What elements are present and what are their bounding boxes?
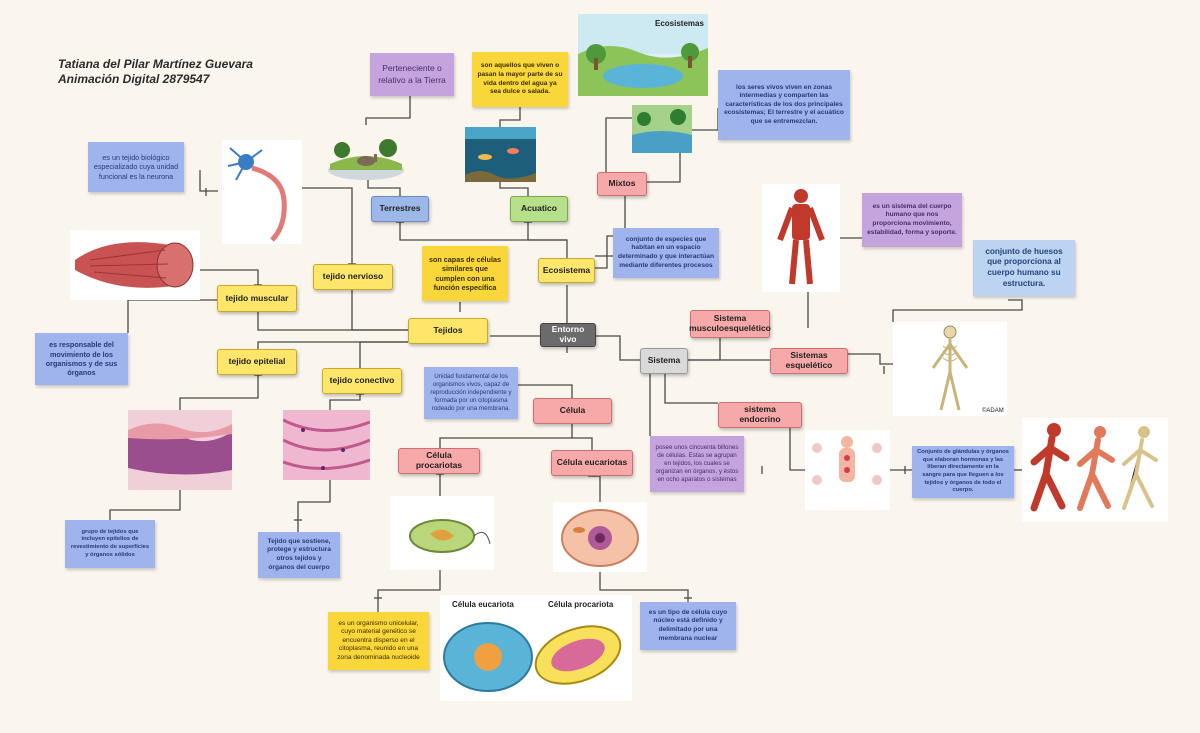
epithelial-tissue-image (128, 410, 232, 490)
adam-credit: ©ADAM (982, 408, 1004, 414)
node-ecosistema[interactable]: Ecosistema (538, 258, 595, 283)
mixed-ecosystem-image (632, 105, 692, 153)
note-ecosistema: conjunto de especies que habitan en un e… (613, 228, 719, 278)
note-eucariotas: es un tipo de célula cuyo núcleo está de… (640, 602, 736, 650)
skeletal-system-image (893, 322, 1007, 416)
node-sistema[interactable]: Sistema (640, 348, 688, 374)
node-sistema-musculoesqueletico[interactable]: Sistema musculoesquelético (689, 310, 771, 338)
label-celula-procariota: Célula procariota (548, 600, 614, 609)
author-program: Animación Digital 2879547 (58, 72, 210, 86)
aquatic-image (465, 127, 536, 182)
cell-comparison-image (440, 595, 632, 701)
note-tejido-conectivo: Tejido que sostiene, protege y estructur… (258, 532, 340, 578)
label-celula-eucariota: Célula eucariota (452, 600, 514, 609)
endocrine-system-image (805, 430, 890, 510)
note-celula: Unidad fundamental de los organismos viv… (424, 367, 518, 419)
node-celula-eucariotas[interactable]: Célula eucariotas (551, 450, 633, 476)
note-esqueletico: conjunto de huesos que proporciona al cu… (973, 240, 1075, 296)
note-tejido-muscular: es responsable del movimiento de los org… (35, 333, 128, 385)
node-celula[interactable]: Célula (533, 398, 612, 424)
note-tejido-epitelial: grupo de tejidos que incluyen epitelios … (65, 520, 155, 568)
node-tejido-epitelial[interactable]: tejido epitelial (217, 349, 297, 375)
node-tejidos[interactable]: Tejidos (408, 318, 488, 344)
note-procariotas: es un organismo unicelular, cuyo materia… (328, 612, 429, 670)
note-musculoesqueletico: es un sistema del cuerpo humano que nos … (862, 193, 962, 247)
node-sistemas-esqueletico[interactable]: Sistemas esquelético (770, 348, 848, 374)
node-tejido-conectivo[interactable]: tejido conectivo (322, 368, 402, 394)
note-sistema: posee unos cincuenta billones de células… (650, 436, 744, 492)
ecosystem-title: Ecosistemas (655, 19, 704, 28)
node-tejido-muscular[interactable]: tejido muscular (217, 285, 297, 312)
note-tejido-nervioso: es un tejido biológico especializado cuy… (88, 142, 184, 192)
node-sistema-endocrino[interactable]: sistema endocrino (718, 402, 802, 428)
muscle-tissue-image (70, 230, 200, 300)
musculoskeletal-runners-image (1022, 418, 1168, 522)
note-mixtos: los seres vivos viven en zonas intermedi… (718, 70, 850, 140)
note-tejidos: son capas de células similares que cumpl… (422, 246, 508, 301)
neuron-diagram (222, 140, 302, 244)
muscular-system-image (762, 184, 840, 292)
node-acuatico[interactable]: Acuatico (510, 196, 568, 222)
author-name: Tatiana del Pilar Martínez Guevara (58, 57, 253, 71)
ecosystem-illustration (578, 14, 708, 96)
note-endocrino: Conjunto de glándulas y órganos que elab… (912, 446, 1014, 498)
note-terrestres: Perteneciente o relativo a la Tierra (370, 53, 454, 96)
node-terrestres[interactable]: Terrestres (371, 196, 429, 222)
node-tejido-nervioso[interactable]: tejido nervioso (313, 264, 393, 290)
node-celula-procariotas[interactable]: Célula procariotas (398, 448, 480, 474)
note-acuatico: son aquellos que viven o pasan la mayor … (472, 52, 568, 107)
eukaryote-cell-image (553, 502, 647, 572)
node-entorno-vivo[interactable]: Entorno vivo (540, 323, 596, 347)
prokaryote-cell-image (390, 496, 494, 570)
terrestrial-animals-image (326, 128, 406, 182)
connective-tissue-image (283, 410, 370, 480)
node-mixtos[interactable]: Mixtos (597, 172, 647, 196)
